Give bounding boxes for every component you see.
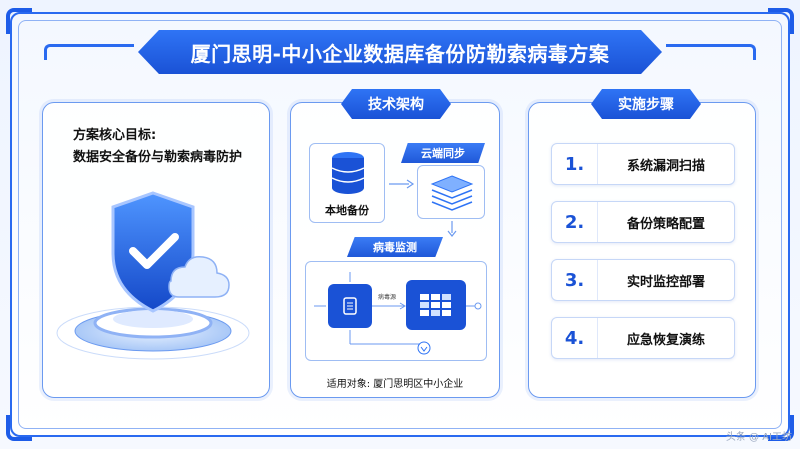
cloud-sync-box <box>417 165 485 219</box>
architecture-tab[interactable]: 技术架构 <box>341 89 451 119</box>
goal-description: 数据安全备份与勒索病毒防护 <box>73 150 243 165</box>
step-item-4[interactable]: 4. 应急恢复演练 <box>551 317 735 359</box>
arrow-down-icon <box>447 221 457 237</box>
virus-monitor-box: 病毒源 <box>305 261 487 361</box>
scanner-grid-icon <box>406 280 466 330</box>
step-label: 应急恢复演练 <box>626 332 705 348</box>
monitor-flow-lines <box>314 272 482 355</box>
shield-illustration <box>56 191 250 360</box>
step-item-2[interactable]: 2. 备份策略配置 <box>551 201 735 243</box>
steps-tab[interactable]: 实施步骤 <box>591 89 701 119</box>
local-backup-label: 本地备份 <box>325 204 369 217</box>
corner-ornament-top-right <box>768 8 794 34</box>
local-backup-box: 本地备份 <box>309 143 385 223</box>
applies-to-text: 适用对象: 厦门思明区中小企业 <box>326 379 464 390</box>
step-label: 实时监控部署 <box>626 274 705 290</box>
arrow-right-icon <box>389 179 415 189</box>
step-number: 1. <box>552 144 598 184</box>
step-item-1[interactable]: 1. 系统漏洞扫描 <box>551 143 735 185</box>
virus-source-label: 病毒源 <box>378 294 397 301</box>
page-title: 厦门思明-中小企业数据库备份防勒索病毒方案 <box>190 41 610 66</box>
architecture-panel: 技术架构 本地备份 云端同步 病毒监测 病毒源 <box>290 89 500 398</box>
inner-frame <box>18 20 782 429</box>
database-icon <box>331 152 365 194</box>
step-number: 4. <box>552 318 598 358</box>
title-wing-right <box>666 44 756 60</box>
corner-ornament-top-left <box>6 8 32 34</box>
goal-text: 方案核心目标: 数据安全备份与勒索病毒防护 <box>73 125 242 169</box>
title-banner: 厦门思明-中小企业数据库备份防勒索病毒方案 <box>138 30 662 74</box>
title-wing-left <box>44 44 134 60</box>
corner-ornament-bottom-left <box>6 415 32 441</box>
server-stack-icon <box>430 175 474 211</box>
step-item-3[interactable]: 3. 实时监控部署 <box>551 259 735 301</box>
corner-ornament-bottom-right <box>768 415 794 441</box>
step-label: 备份策略配置 <box>626 216 705 232</box>
step-number: 2. <box>552 202 598 242</box>
step-label: 系统漏洞扫描 <box>626 158 705 174</box>
step-number: 3. <box>552 260 598 300</box>
watermark: 头条 @ AI工坊 <box>725 432 792 443</box>
monitor-chip-icon <box>328 284 372 328</box>
virus-monitor-tab: 病毒监测 <box>347 237 443 257</box>
cloud-sync-tab: 云端同步 <box>401 143 485 163</box>
goal-heading: 方案核心目标: <box>73 128 157 143</box>
goal-panel: 方案核心目标: 数据安全备份与勒索病毒防护 <box>42 102 270 398</box>
steps-panel: 实施步骤 1. 系统漏洞扫描 2. 备份策略配置 3. 实时监控部署 4. 应急… <box>528 89 756 398</box>
